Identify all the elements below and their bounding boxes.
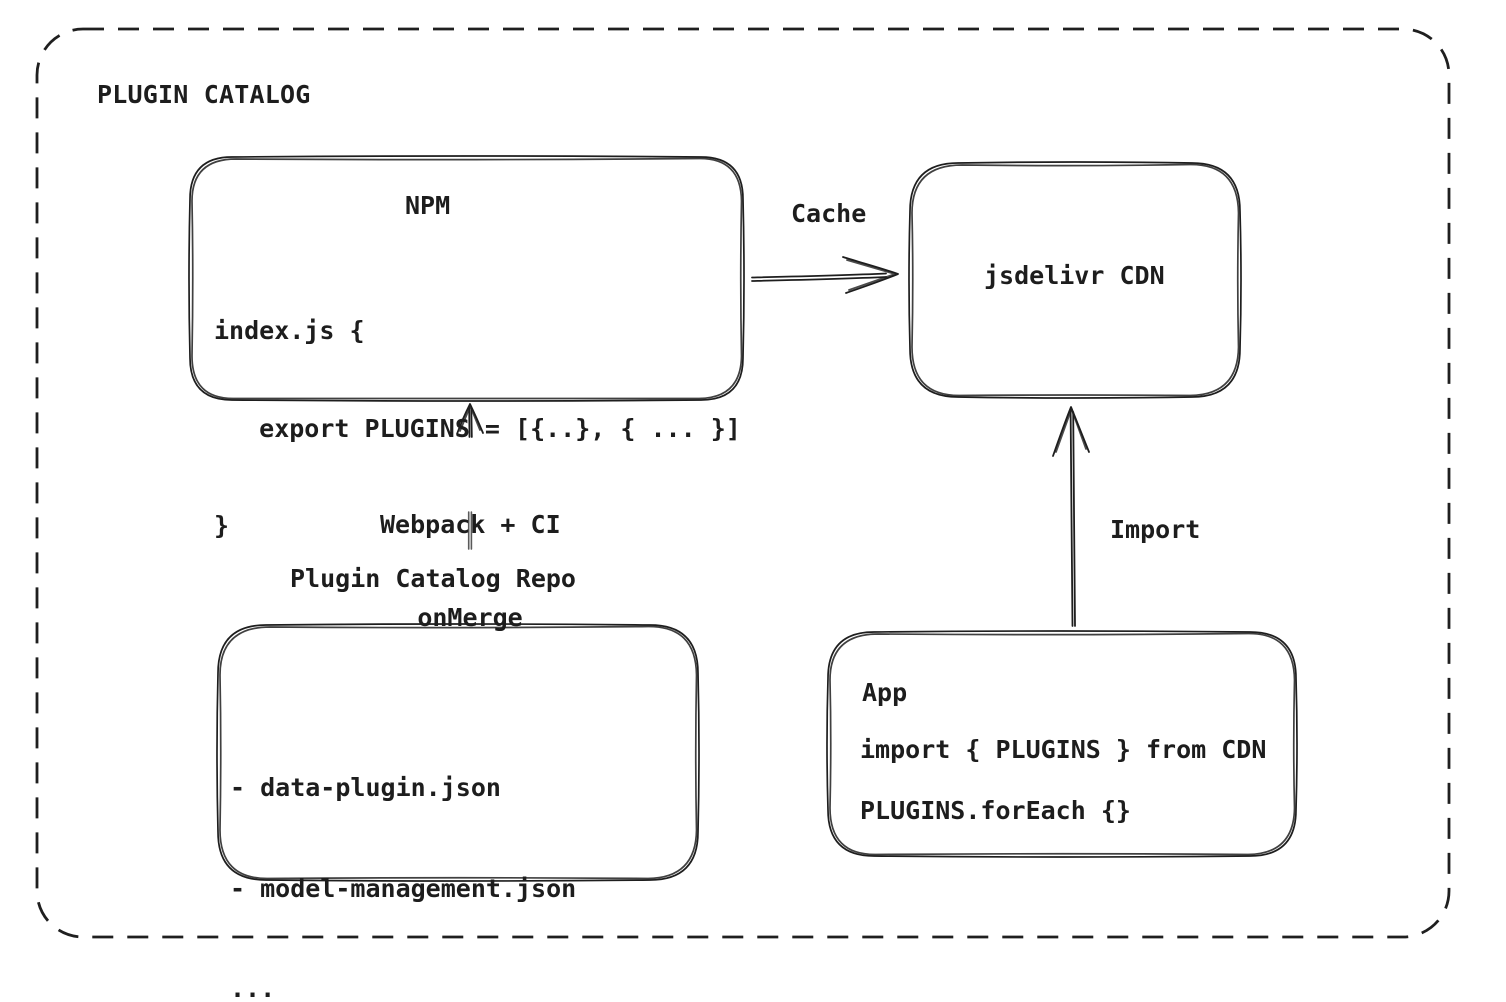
- app-box-outline: [826, 630, 1298, 858]
- npm-code-block: index.js { export PLUGINS = [{..}, { ...…: [214, 250, 741, 608]
- webpack-edge-label-line-1: Webpack + CI: [380, 510, 561, 539]
- repo-file-list: - data-plugin.json - model-management.js…: [230, 704, 576, 1002]
- cache-arrow: [751, 256, 899, 294]
- app-code-line-2: PLUGINS.forEach {}: [860, 796, 1131, 825]
- repo-file-item-ellipsis: ...: [230, 974, 276, 1002]
- import-edge-label: Import: [1110, 515, 1201, 544]
- npm-box-outline: [188, 155, 745, 402]
- webpack-edge-label: Webpack + CI onMerge: [380, 447, 561, 695]
- npm-code-line-3: }: [214, 511, 230, 540]
- app-code-line-1: import { PLUGINS } from CDN: [860, 735, 1267, 764]
- cdn-box-outline: [908, 161, 1242, 399]
- npm-box-title: NPM: [405, 191, 451, 220]
- repo-box-outline: [216, 623, 700, 882]
- repo-file-item-1: - data-plugin.json: [230, 773, 501, 802]
- npm-code-line-1: index.js {: [214, 316, 365, 345]
- diagram-title: PLUGIN CATALOG: [97, 80, 311, 109]
- cache-edge-label: Cache: [791, 199, 867, 228]
- webpack-edge-label-line-2: onMerge: [417, 603, 523, 632]
- merge-connector-line: [467, 511, 473, 550]
- npm-code-line-2: export PLUGINS = [{..}, { ... }]: [214, 413, 741, 443]
- cdn-box-title: jsdelivr CDN: [984, 261, 1165, 290]
- import-arrow: [1052, 406, 1090, 627]
- repo-box-label: Plugin Catalog Repo: [290, 564, 576, 593]
- webpack-arrow: [456, 403, 484, 438]
- repo-file-item-2: - model-management.json: [230, 873, 577, 903]
- plugin-catalog-boundary: [35, 27, 1451, 939]
- app-box-title: App: [862, 678, 908, 707]
